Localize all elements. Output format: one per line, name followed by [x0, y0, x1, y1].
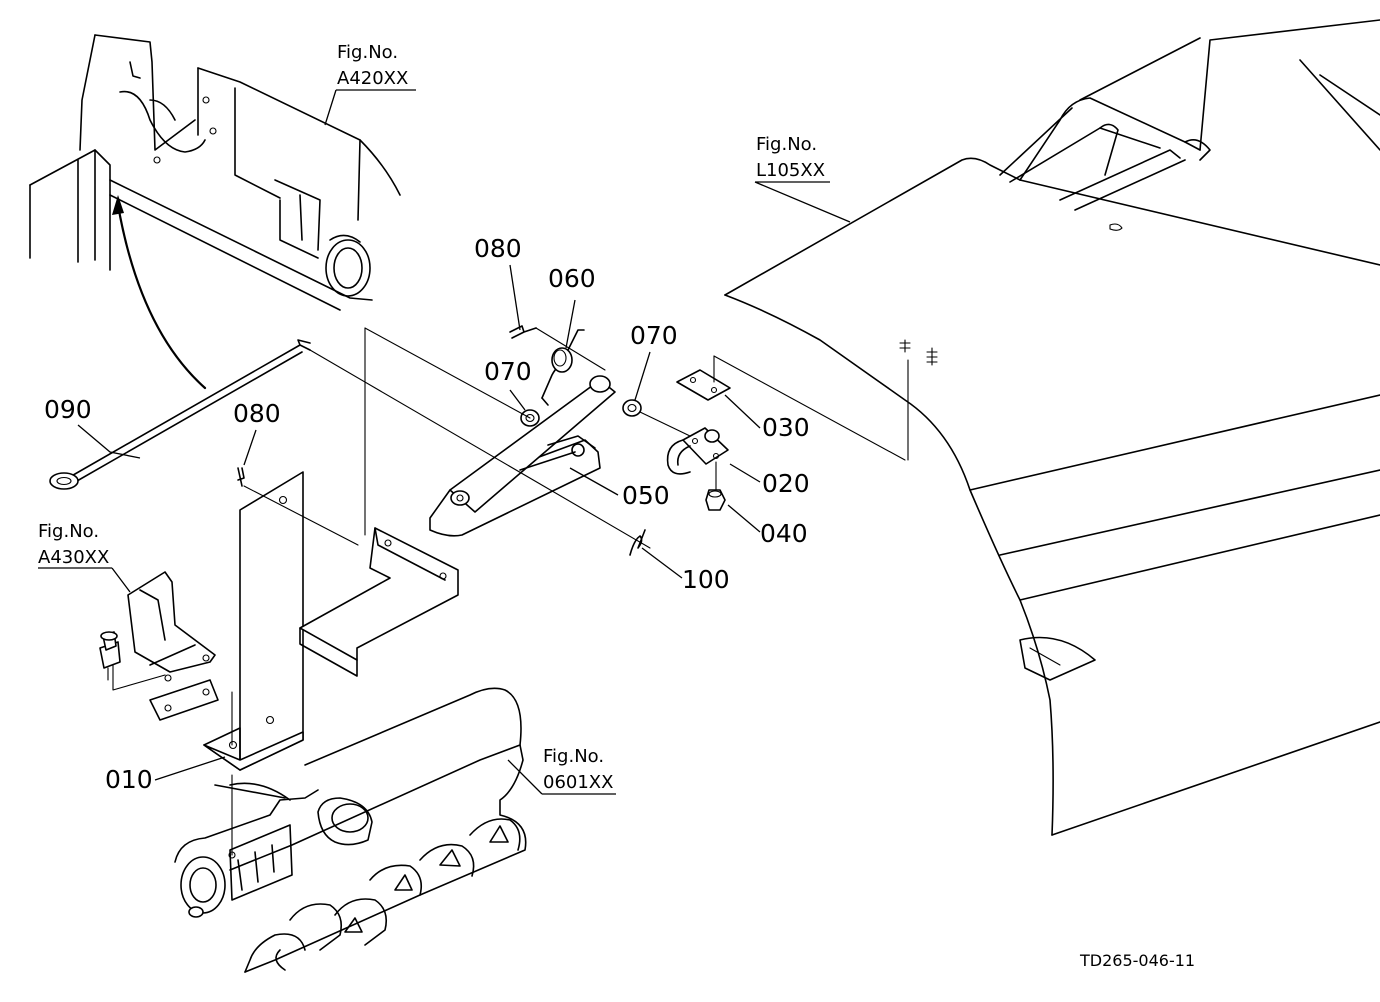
part-label-050: 050 — [622, 481, 670, 510]
part-100-clip — [629, 529, 646, 556]
bent-plate — [299, 527, 459, 677]
part-label-040: 040 — [760, 519, 808, 548]
leader-lines — [38, 89, 851, 795]
fig-ref-a420xx-label: Fig.No. — [337, 42, 398, 63]
upper-body-frame — [29, 34, 401, 311]
fig-ref-l105xx-label: Fig.No. — [756, 134, 817, 155]
fig-ref-a430xx-label: Fig.No. — [38, 521, 99, 542]
drawing-code: TD265-046-11 — [1079, 951, 1195, 970]
fig-ref-l105xx-code: L105XX — [756, 160, 825, 181]
part-020-bracket — [666, 427, 729, 475]
part-010-bracket — [203, 471, 304, 771]
fig-ref-a420xx: Fig.No. A420XX — [337, 42, 408, 89]
part-label-010: 010 — [105, 765, 153, 794]
part-label-030: 030 — [762, 413, 810, 442]
fig-ref-a420xx-code: A420XX — [337, 68, 408, 89]
part-030-plate — [676, 369, 731, 401]
left-bracket-assembly — [99, 571, 219, 721]
fig-ref-l105xx: Fig.No. L105XX — [756, 134, 825, 181]
part-label-070-left: 070 — [484, 357, 532, 386]
engine-manifold — [174, 687, 527, 973]
part-070-washer-left-hole — [525, 413, 535, 423]
part-label-020: 020 — [762, 469, 810, 498]
install-arrow — [116, 203, 207, 390]
part-040-nut — [705, 489, 726, 511]
part-label-070-right: 070 — [630, 321, 678, 350]
part-070-washer-right — [622, 399, 642, 417]
part-label-090: 090 — [44, 395, 92, 424]
part-080-pin-upper — [509, 325, 537, 339]
part-label-080-lower: 080 — [233, 399, 281, 428]
part-label-080-upper: 080 — [474, 234, 522, 263]
part-090-rod — [49, 339, 311, 490]
hood-panel — [724, 19, 1380, 836]
fig-ref-0601xx-code: 0601XX — [543, 772, 613, 793]
fig-ref-0601xx: Fig.No. 0601XX — [543, 746, 613, 793]
install-arrow-head — [112, 195, 124, 215]
fig-ref-0601xx-label: Fig.No. — [543, 746, 604, 767]
part-label-100: 100 — [682, 565, 730, 594]
fig-ref-a430xx-code: A430XX — [38, 547, 109, 568]
fig-ref-a430xx: Fig.No. A430XX — [38, 521, 109, 568]
part-070-washer-right-hole — [627, 403, 637, 413]
assembly-lines — [231, 327, 906, 856]
part-label-060: 060 — [548, 264, 596, 293]
part-080-pin-lower — [237, 467, 245, 487]
part-050-hinge-arm — [429, 375, 616, 537]
part-060-spring — [541, 329, 585, 406]
